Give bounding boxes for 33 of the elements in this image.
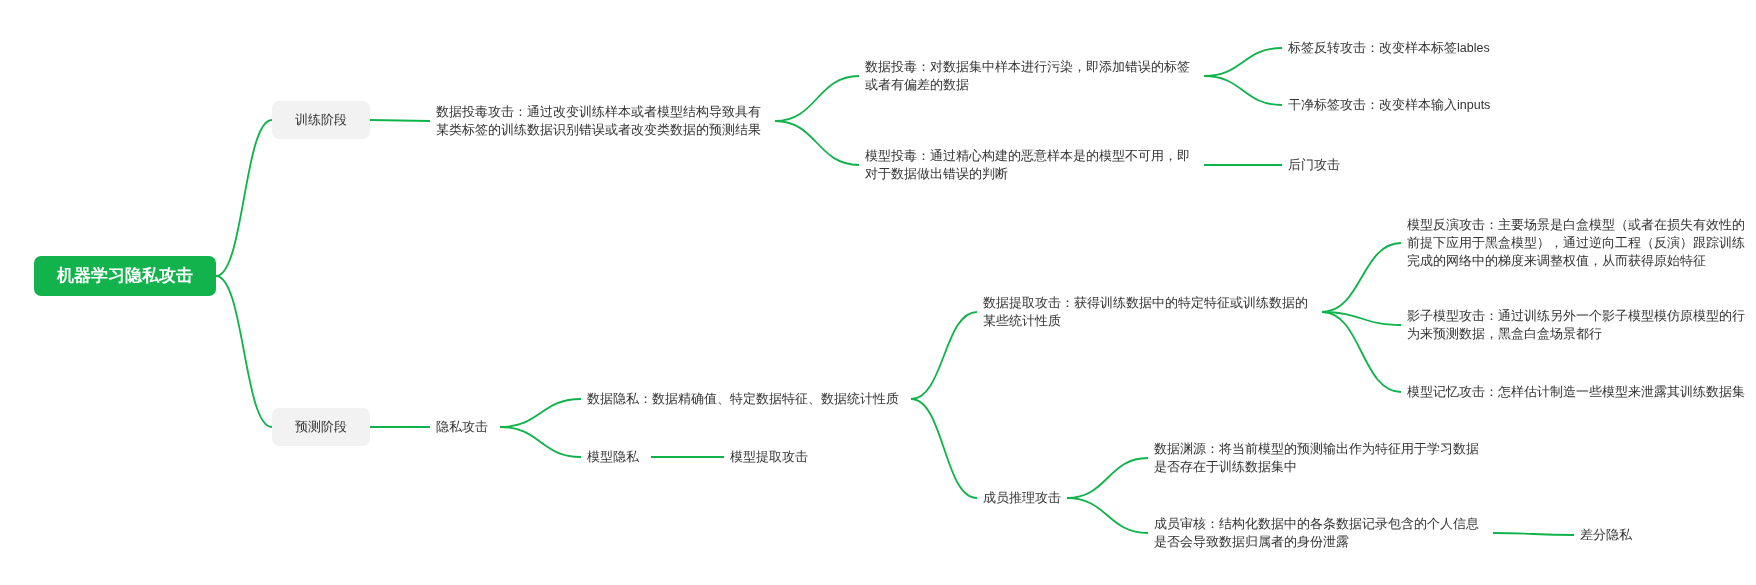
connector-line bbox=[499, 426, 582, 458]
topic-text: 后门攻击 bbox=[1282, 152, 1362, 178]
root-topic-box: 机器学习隐私攻击 bbox=[34, 256, 216, 296]
connector-line bbox=[369, 426, 431, 428]
topic-text: 数据提取攻击：获得训练数据中的特定特征或训练数据的某些统计性质 bbox=[977, 290, 1322, 334]
topic-text: 成员审核：结构化数据中的各条数据记录包含的个人信息是否会导致数据归属者的身份泄露 bbox=[1148, 511, 1493, 555]
topic-text: 模型隐私 bbox=[581, 444, 651, 470]
topic-text: 模型反演攻击：主要场景是白盒模型（或者在损失有效性的前提下应用于黑盒模型），通过逆向工程（反演）跟踪训练完成的网络中的梯度来调整权值，从而获得原始特征 bbox=[1401, 212, 1751, 274]
topic-text: 数据隐私：数据精确值、特定数据特征、数据统计性质 bbox=[581, 386, 911, 412]
connector-line bbox=[650, 456, 725, 458]
connector-line bbox=[1066, 497, 1149, 534]
topic-text: 模型提取攻击 bbox=[724, 444, 824, 470]
topic-text: 差分隐私 bbox=[1574, 522, 1654, 548]
topic-box: 训练阶段 bbox=[272, 101, 370, 139]
connector-line bbox=[1203, 75, 1283, 106]
topic-text: 模型投毒：通过精心构建的恶意样本是的模型不可用，即对于数据做出错误的判断 bbox=[859, 143, 1204, 187]
topic-text: 模型记忆攻击：怎样估计制造一些模型来泄露其训练数据集 bbox=[1401, 379, 1751, 405]
connector-line bbox=[910, 398, 978, 499]
connector-line bbox=[215, 275, 273, 428]
connector-line bbox=[1321, 311, 1402, 393]
connector-line bbox=[369, 119, 431, 122]
connector-line bbox=[1203, 164, 1283, 166]
connector-line bbox=[774, 120, 860, 166]
topic-text: 干净标签攻击：改变样本输入inputs bbox=[1282, 92, 1532, 118]
connector-line bbox=[1492, 532, 1575, 536]
topic-text: 数据渊源：将当前模型的预测输出作为特征用于学习数据是否存在于训练数据集中 bbox=[1148, 436, 1493, 480]
topic-text: 影子模型攻击：通过训练另外一个影子模型模仿原模型的行为来预测数据，黑盒白盒场景都行 bbox=[1401, 303, 1751, 347]
topic-box: 预测阶段 bbox=[272, 408, 370, 446]
topic-text: 隐私攻击 bbox=[430, 414, 500, 440]
topic-text: 数据投毒攻击：通过改变训练样本或者模型结构导致具有某类标签的训练数据识别错误或者改变类数据的预测结果 bbox=[430, 99, 775, 143]
topic-text: 标签反转攻击：改变样本标签lables bbox=[1282, 35, 1532, 61]
topic-text: 成员推理攻击 bbox=[977, 485, 1067, 511]
topic-text: 数据投毒：对数据集中样本进行污染，即添加错误的标签或者有偏差的数据 bbox=[859, 54, 1204, 98]
